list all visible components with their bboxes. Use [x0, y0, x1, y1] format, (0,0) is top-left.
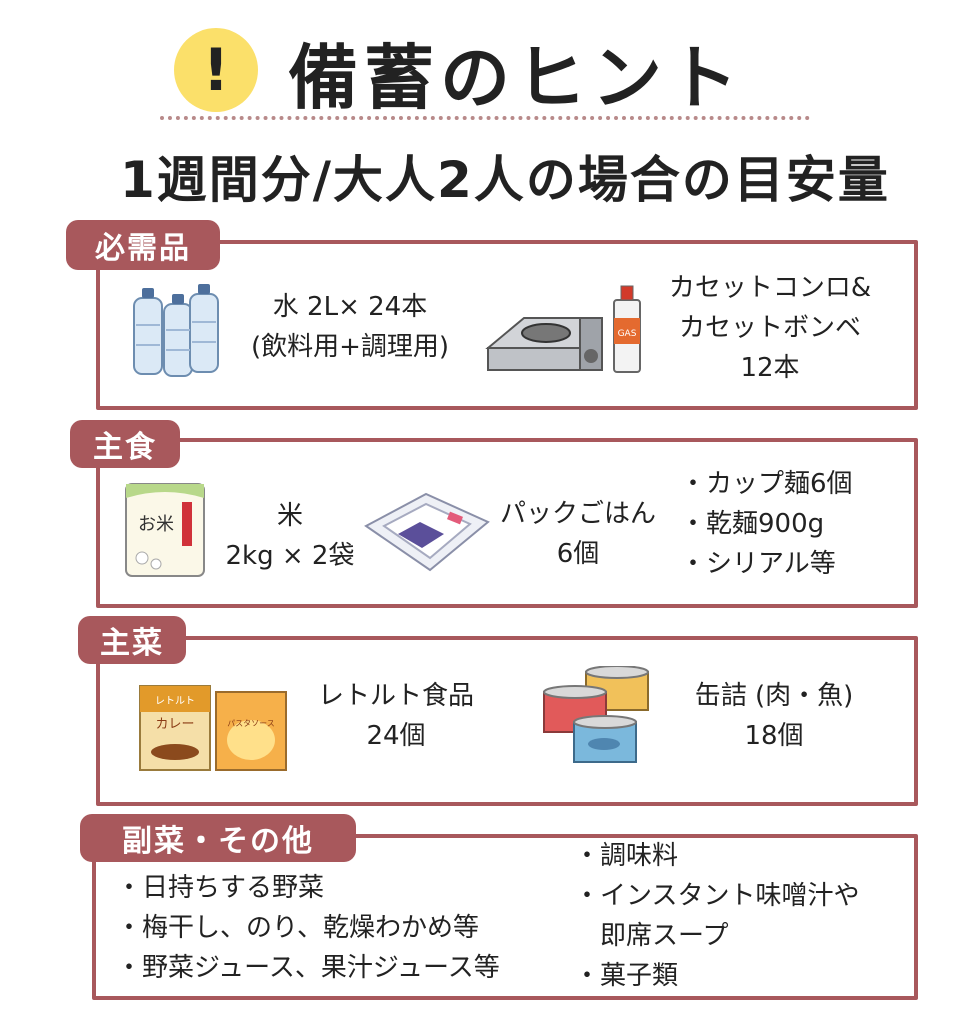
retort-label: レトルト食品 — [317, 681, 474, 711]
water-usage: (飲料用+調理用) — [250, 332, 450, 362]
stove-line2: カセットボンベ — [678, 313, 861, 343]
badge-mark: ! — [202, 36, 230, 104]
exclamation-badge-icon: ! — [174, 28, 258, 112]
packed-rice-icon — [364, 492, 490, 572]
retort-box2-label: パスタソース — [227, 719, 275, 728]
retort-pouch-icon: レトルト カレー パスタソース — [139, 685, 287, 771]
retort-amount: 24個 — [366, 721, 426, 751]
page-subtitle: 1週間分/大人2人の場合の目安量 — [120, 151, 890, 209]
section-side-dish-label: 副菜・その他 — [80, 814, 356, 862]
cassette-stove-icon: GAS — [485, 285, 641, 373]
section-main-dish-label: 主菜 — [78, 616, 186, 664]
water-bottles-icon — [133, 284, 219, 377]
side-right-bullet-3: ・菓子類 — [574, 961, 679, 991]
staple-bullet-1: ・カップ麺6個 — [680, 469, 853, 499]
stove-line1: カセットコンロ& — [668, 273, 872, 303]
staple-bullet-3: ・シリアル等 — [680, 549, 836, 579]
rice-amount: 2kg × 2袋 — [225, 541, 355, 571]
side-left-bullet-2: ・梅干し、のり、乾燥わかめ等 — [116, 913, 479, 943]
rice-bag-icon: お米 — [125, 483, 205, 577]
side-left-bullet-3: ・野菜ジュース、果汁ジュース等 — [116, 953, 500, 983]
page-title: 備蓄のヒント — [288, 37, 744, 119]
gas-can-label: GAS — [618, 329, 637, 339]
side-left-bullet-1: ・日持ちする野菜 — [116, 873, 325, 903]
retort-box1-top: レトルト — [155, 696, 195, 707]
packed-rice-label: パックごはん — [499, 499, 656, 529]
stove-amount: 12本 — [740, 353, 800, 383]
rice-bag-label: お米 — [138, 514, 174, 535]
section-staple — [96, 438, 918, 608]
retort-box1-main: カレー — [155, 717, 194, 732]
canned-food-icon — [543, 666, 649, 763]
side-right-bullet-2: ・インスタント味噌汁や — [574, 881, 860, 911]
section-essentials-label: 必需品 — [66, 220, 220, 270]
staple-bullet-2: ・乾麺900g — [680, 509, 825, 539]
canned-amount: 18個 — [744, 721, 804, 751]
side-right-bullet-1: ・調味料 — [574, 841, 679, 871]
dotted-divider — [160, 116, 810, 120]
side-right-bullet-2-cont: 即席スープ — [600, 921, 729, 951]
water-amount: 水 2L× 24本 — [272, 292, 428, 322]
canned-label: 缶詰 (肉・魚) — [694, 681, 854, 711]
packed-rice-amount: 6個 — [556, 539, 600, 569]
rice-label: 米 — [276, 501, 303, 531]
section-staple-label: 主食 — [70, 420, 180, 468]
section-essentials — [96, 240, 918, 410]
